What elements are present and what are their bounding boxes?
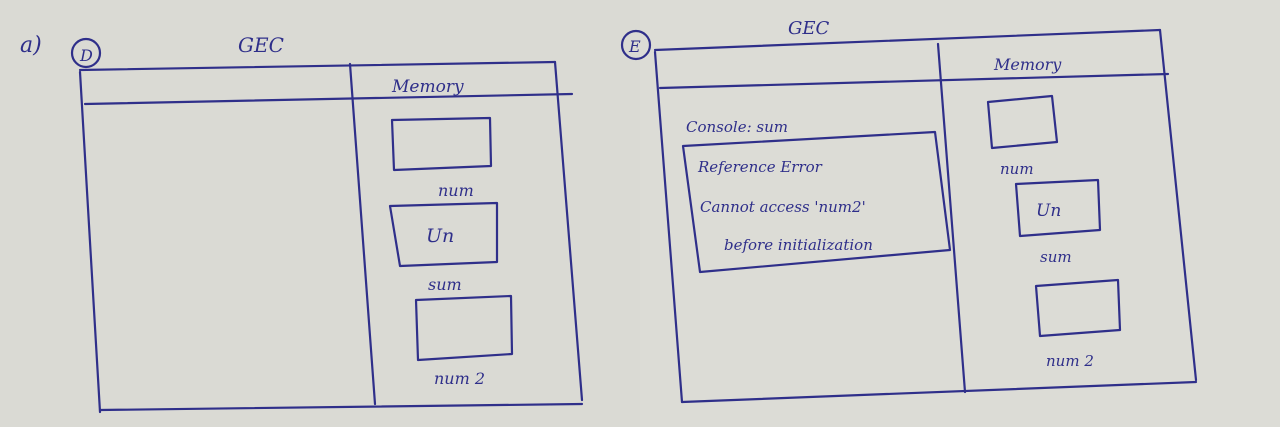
left-frame-left xyxy=(78,70,102,414)
console-label: Console: sum xyxy=(686,118,788,136)
left-marker-label: D xyxy=(79,46,93,65)
error-line-1: Reference Error xyxy=(697,158,823,176)
paper-shade-left xyxy=(0,0,640,427)
right-frame-left xyxy=(653,50,684,404)
left-frame-bottom xyxy=(98,402,584,412)
right-marker-circle xyxy=(620,29,652,61)
left-memory-divider xyxy=(348,62,377,406)
left-slot-num-box xyxy=(390,116,493,172)
error-box xyxy=(681,130,952,274)
left-slot-sum-box xyxy=(388,201,499,268)
right-slot-num-box xyxy=(986,94,1059,150)
left-slot-sum-label: sum xyxy=(428,275,462,294)
left-slot-num-label: num xyxy=(438,181,474,200)
left-header-divider xyxy=(83,92,574,106)
left-memory-title: Memory xyxy=(391,77,464,97)
right-gec-header: GEC xyxy=(788,18,830,39)
right-slot-num2-label: num 2 xyxy=(1046,352,1094,370)
right-memory-divider xyxy=(936,42,967,394)
right-slot-sum-value: Un xyxy=(1036,201,1061,221)
left-gec-header: GEC xyxy=(238,33,284,57)
right-header-divider xyxy=(658,72,1170,90)
left-slot-num2-label: num 2 xyxy=(434,369,485,388)
left-frame-right xyxy=(553,60,584,402)
left-slot-sum-value: Un xyxy=(426,225,454,247)
right-slot-sum-label: sum xyxy=(1040,248,1072,266)
left-diagram: D GEC Memory num Un sum num 2 xyxy=(70,33,584,414)
error-line-2: Cannot access 'num2' xyxy=(700,198,866,216)
left-frame-top xyxy=(78,60,557,72)
right-slot-num2-box xyxy=(1034,278,1122,338)
right-memory-title: Memory xyxy=(993,55,1062,74)
left-marker-circle xyxy=(70,37,102,69)
right-slot-sum-box xyxy=(1014,178,1102,238)
error-line-3: before initialization xyxy=(724,236,873,254)
right-marker-label: E xyxy=(628,37,641,56)
right-frame-bottom xyxy=(680,380,1198,404)
question-label: a) xyxy=(20,33,42,58)
right-slot-num-label: num xyxy=(1000,160,1034,178)
left-slot-num2-box xyxy=(414,294,514,362)
right-frame-right xyxy=(1158,28,1198,382)
right-diagram: E GEC Memory Console: sum Reference Erro… xyxy=(620,18,1198,404)
right-frame-top xyxy=(653,28,1162,52)
